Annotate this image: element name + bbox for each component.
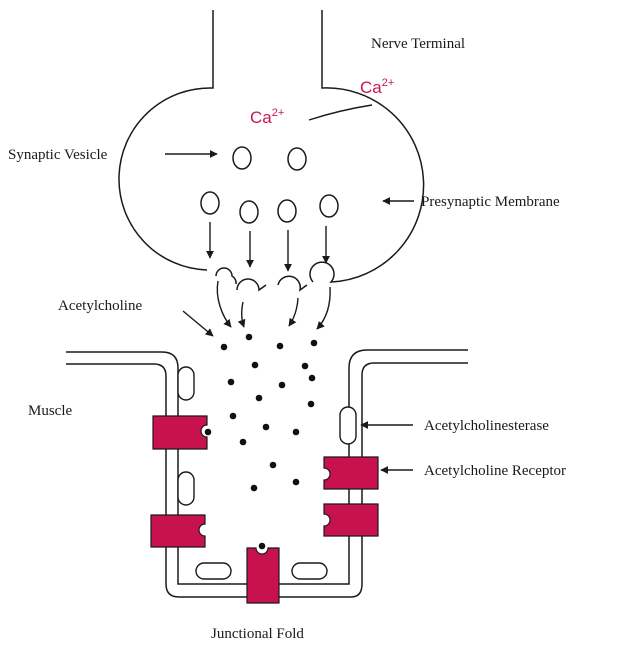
acetylcholine-molecule [311,340,318,347]
synaptic-vesicle [320,195,338,217]
acetylcholinesterase-enzyme [292,563,327,579]
calcium-ion-outside: Ca2+ [360,77,394,97]
acetylcholine-molecule [259,543,266,550]
acetylcholine-molecule [277,343,284,350]
acetylcholine-molecule [309,375,316,382]
acetylcholine-molecule [246,334,253,341]
acetylcholine-label: Acetylcholine [58,298,142,314]
acetylcholine-molecule [251,485,258,492]
acetylcholine-molecule [240,439,247,446]
label-pointer-arrows [165,105,414,470]
acetylcholinesterase-enzyme [340,407,356,444]
muscle-label: Muscle [28,403,73,419]
nerve-terminal-label: Nerve Terminal [371,36,465,52]
acetylcholine-molecule [308,401,315,408]
acetylcholine-molecule [263,424,270,431]
acetylcholine-molecule [293,479,300,486]
synaptic-vesicle [240,201,258,223]
synaptic-vesicle [201,192,219,214]
synaptic-vesicle-label: Synaptic Vesicle [8,147,108,163]
release-arrow [289,298,298,326]
acetylcholine-molecule [302,363,309,370]
acetylcholine-receptor [324,457,378,489]
acetylcholine-molecule [230,413,237,420]
acetylcholine-molecules [205,334,318,550]
acetylcholinesterase-enzyme [178,367,194,400]
acetylcholine-receptor [324,504,378,536]
acetylcholine-receptor-label: Acetylcholine Receptor [424,463,566,479]
postsynaptic-outer-membrane [66,350,468,584]
acetylcholine-molecule [293,429,300,436]
acetylcholine-pointer-arrow [183,311,213,336]
acetylcholine-molecule [256,395,263,402]
acetylcholine-receptors [151,416,378,603]
calcium-ion-inside: Ca2+ [250,107,284,127]
acetylcholinesterase-label: Acetylcholinesterase [424,418,549,434]
acetylcholine-receptor [151,515,205,547]
acetylcholinesterase-enzyme [196,563,231,579]
calcium-ion-charge: 2+ [272,107,285,119]
synaptic-vesicles [201,147,338,223]
acetylcholine-receptor [153,416,207,449]
release-arrow [317,287,330,329]
synaptic-vesicle [233,147,251,169]
acetylcholine-molecule [221,344,228,351]
release-arrow [217,281,231,327]
acetylcholine-receptor [247,548,279,603]
release-arrows [217,281,330,329]
acetylcholinesterase-enzyme [178,472,194,505]
calcium-ion-base: Ca [360,78,382,97]
acetylcholine-molecule [279,382,286,389]
presynaptic-membrane-label: Presynaptic Membrane [421,194,560,210]
nerve-terminal-outline [119,10,424,290]
junctional-fold-label: Junctional Fold [211,626,304,642]
acetylcholine-molecule [270,462,277,469]
vesicle-movement-arrows [210,222,326,271]
calcium-ion-base: Ca [250,108,272,127]
acetylcholine-molecule [252,362,259,369]
calcium-ion-charge: 2+ [382,77,395,89]
calcium-influx-arrow [309,105,372,120]
acetylcholine-molecule [205,429,212,436]
synaptic-vesicle [288,148,306,170]
synaptic-vesicle [278,200,296,222]
release-arrow [242,302,244,327]
acetylcholine-molecule [228,379,235,386]
